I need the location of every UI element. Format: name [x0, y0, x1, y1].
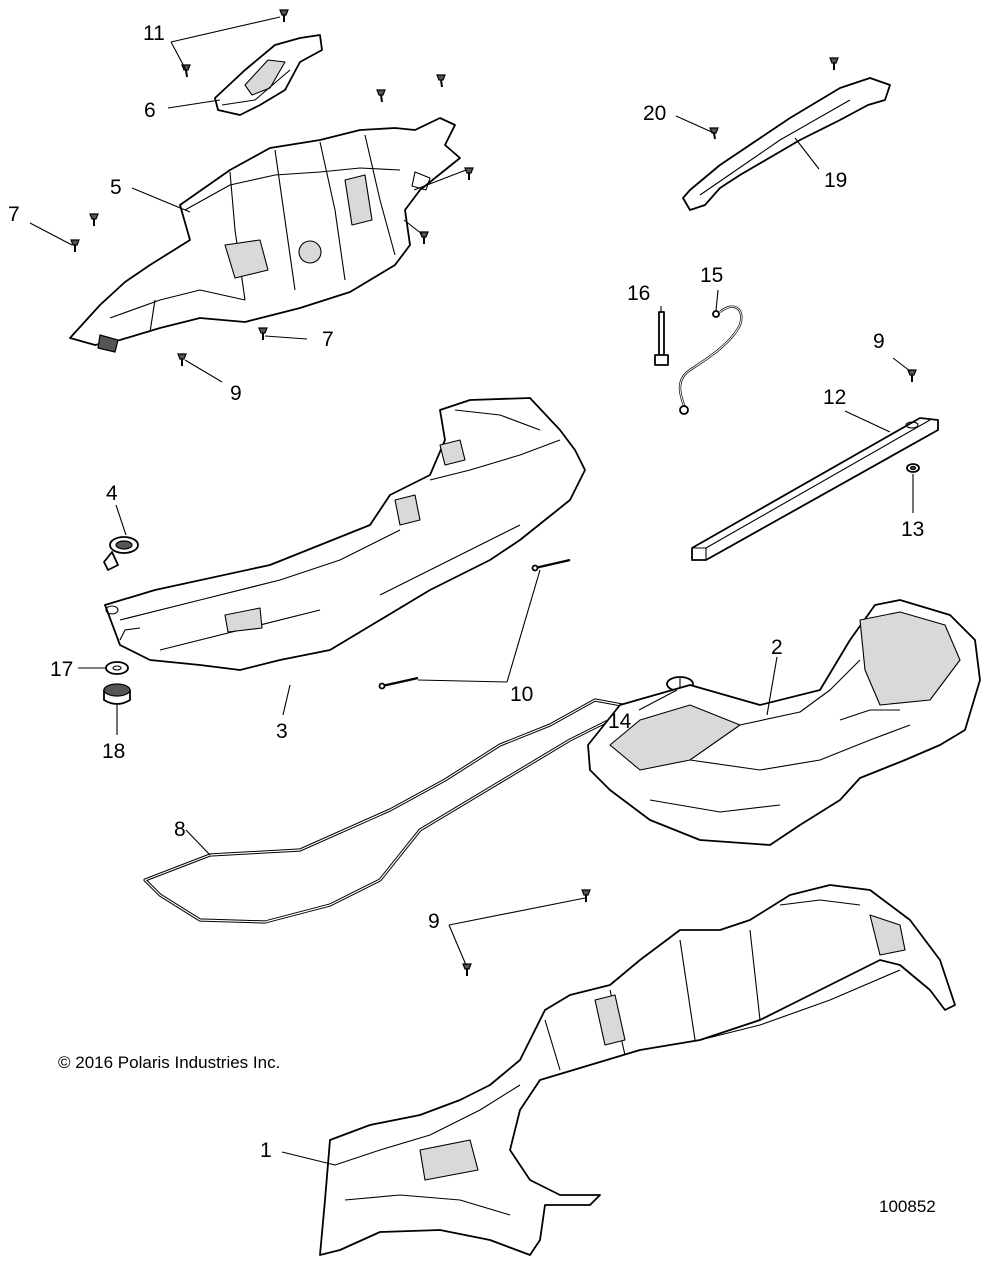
part-10-pin-upper — [531, 558, 571, 572]
part-18-grommet — [103, 683, 131, 705]
callout-1: 1 — [260, 1139, 272, 1162]
callout-15: 15 — [700, 264, 723, 287]
fastener-screw — [464, 167, 474, 180]
part-8-seal — [143, 698, 624, 924]
callout-11: 11 — [143, 22, 165, 45]
part-12-support-bar — [691, 417, 939, 561]
fastener-screw — [258, 327, 268, 340]
part-6-grommet — [103, 536, 139, 571]
fastener-screw — [181, 64, 191, 78]
leader-lines — [29, 16, 914, 1166]
callout-2: 2 — [771, 636, 783, 659]
fastener-screw — [581, 889, 591, 902]
callout-17: 17 — [50, 658, 73, 681]
callout-18: 18 — [102, 740, 125, 763]
fastener-screw — [829, 57, 839, 70]
callout-3: 5 — [110, 176, 122, 199]
part-19-bracket-bar — [682, 77, 891, 211]
fastener-screw — [907, 369, 917, 382]
part-3-front-cover — [69, 117, 461, 353]
fastener-screw — [709, 127, 719, 140]
fastener-screw — [419, 231, 429, 244]
part-1-rear-cover — [319, 884, 956, 1256]
part-5-bracket — [214, 34, 323, 116]
callout-4: 3 — [276, 720, 288, 743]
callout-19: 19 — [824, 169, 847, 192]
callout-7-left: 7 — [8, 203, 20, 226]
callout-14: 14 — [608, 710, 632, 733]
part-15-wire-harness — [678, 305, 743, 415]
part-16-rivet — [654, 311, 669, 366]
fastener-nut — [906, 463, 920, 473]
part-2-storage-tub — [587, 599, 981, 846]
callout-9-right: 9 — [873, 330, 885, 353]
callout-16: 16 — [627, 282, 650, 305]
fastener-screw — [376, 89, 386, 103]
callout-9-top: 9 — [230, 382, 242, 405]
fastener-screw — [89, 213, 99, 226]
callout-8: 8 — [174, 818, 186, 841]
part-17-washer — [105, 661, 129, 675]
callout-5: 6 — [144, 99, 156, 122]
figure-number: 100852 — [879, 1197, 936, 1216]
callout-10: 10 — [510, 683, 533, 706]
part-4-floor-panel — [104, 397, 586, 671]
callout-12: 12 — [823, 386, 846, 409]
fastener-screw — [70, 239, 80, 252]
callout-9-bottom: 9 — [428, 910, 440, 933]
copyright-note: © 2016 Polaris Industries Inc. — [58, 1053, 280, 1072]
callout-7-center: 7 — [322, 328, 334, 351]
fastener-screw — [279, 9, 289, 22]
fastener-screw — [436, 74, 446, 88]
callout-20: 20 — [643, 102, 666, 125]
callout-6: 4 — [106, 482, 118, 505]
callout-13: 13 — [901, 518, 924, 541]
fastener-screw — [462, 963, 472, 976]
part-10-pin-lower — [378, 676, 419, 690]
fastener-screw — [177, 353, 187, 366]
